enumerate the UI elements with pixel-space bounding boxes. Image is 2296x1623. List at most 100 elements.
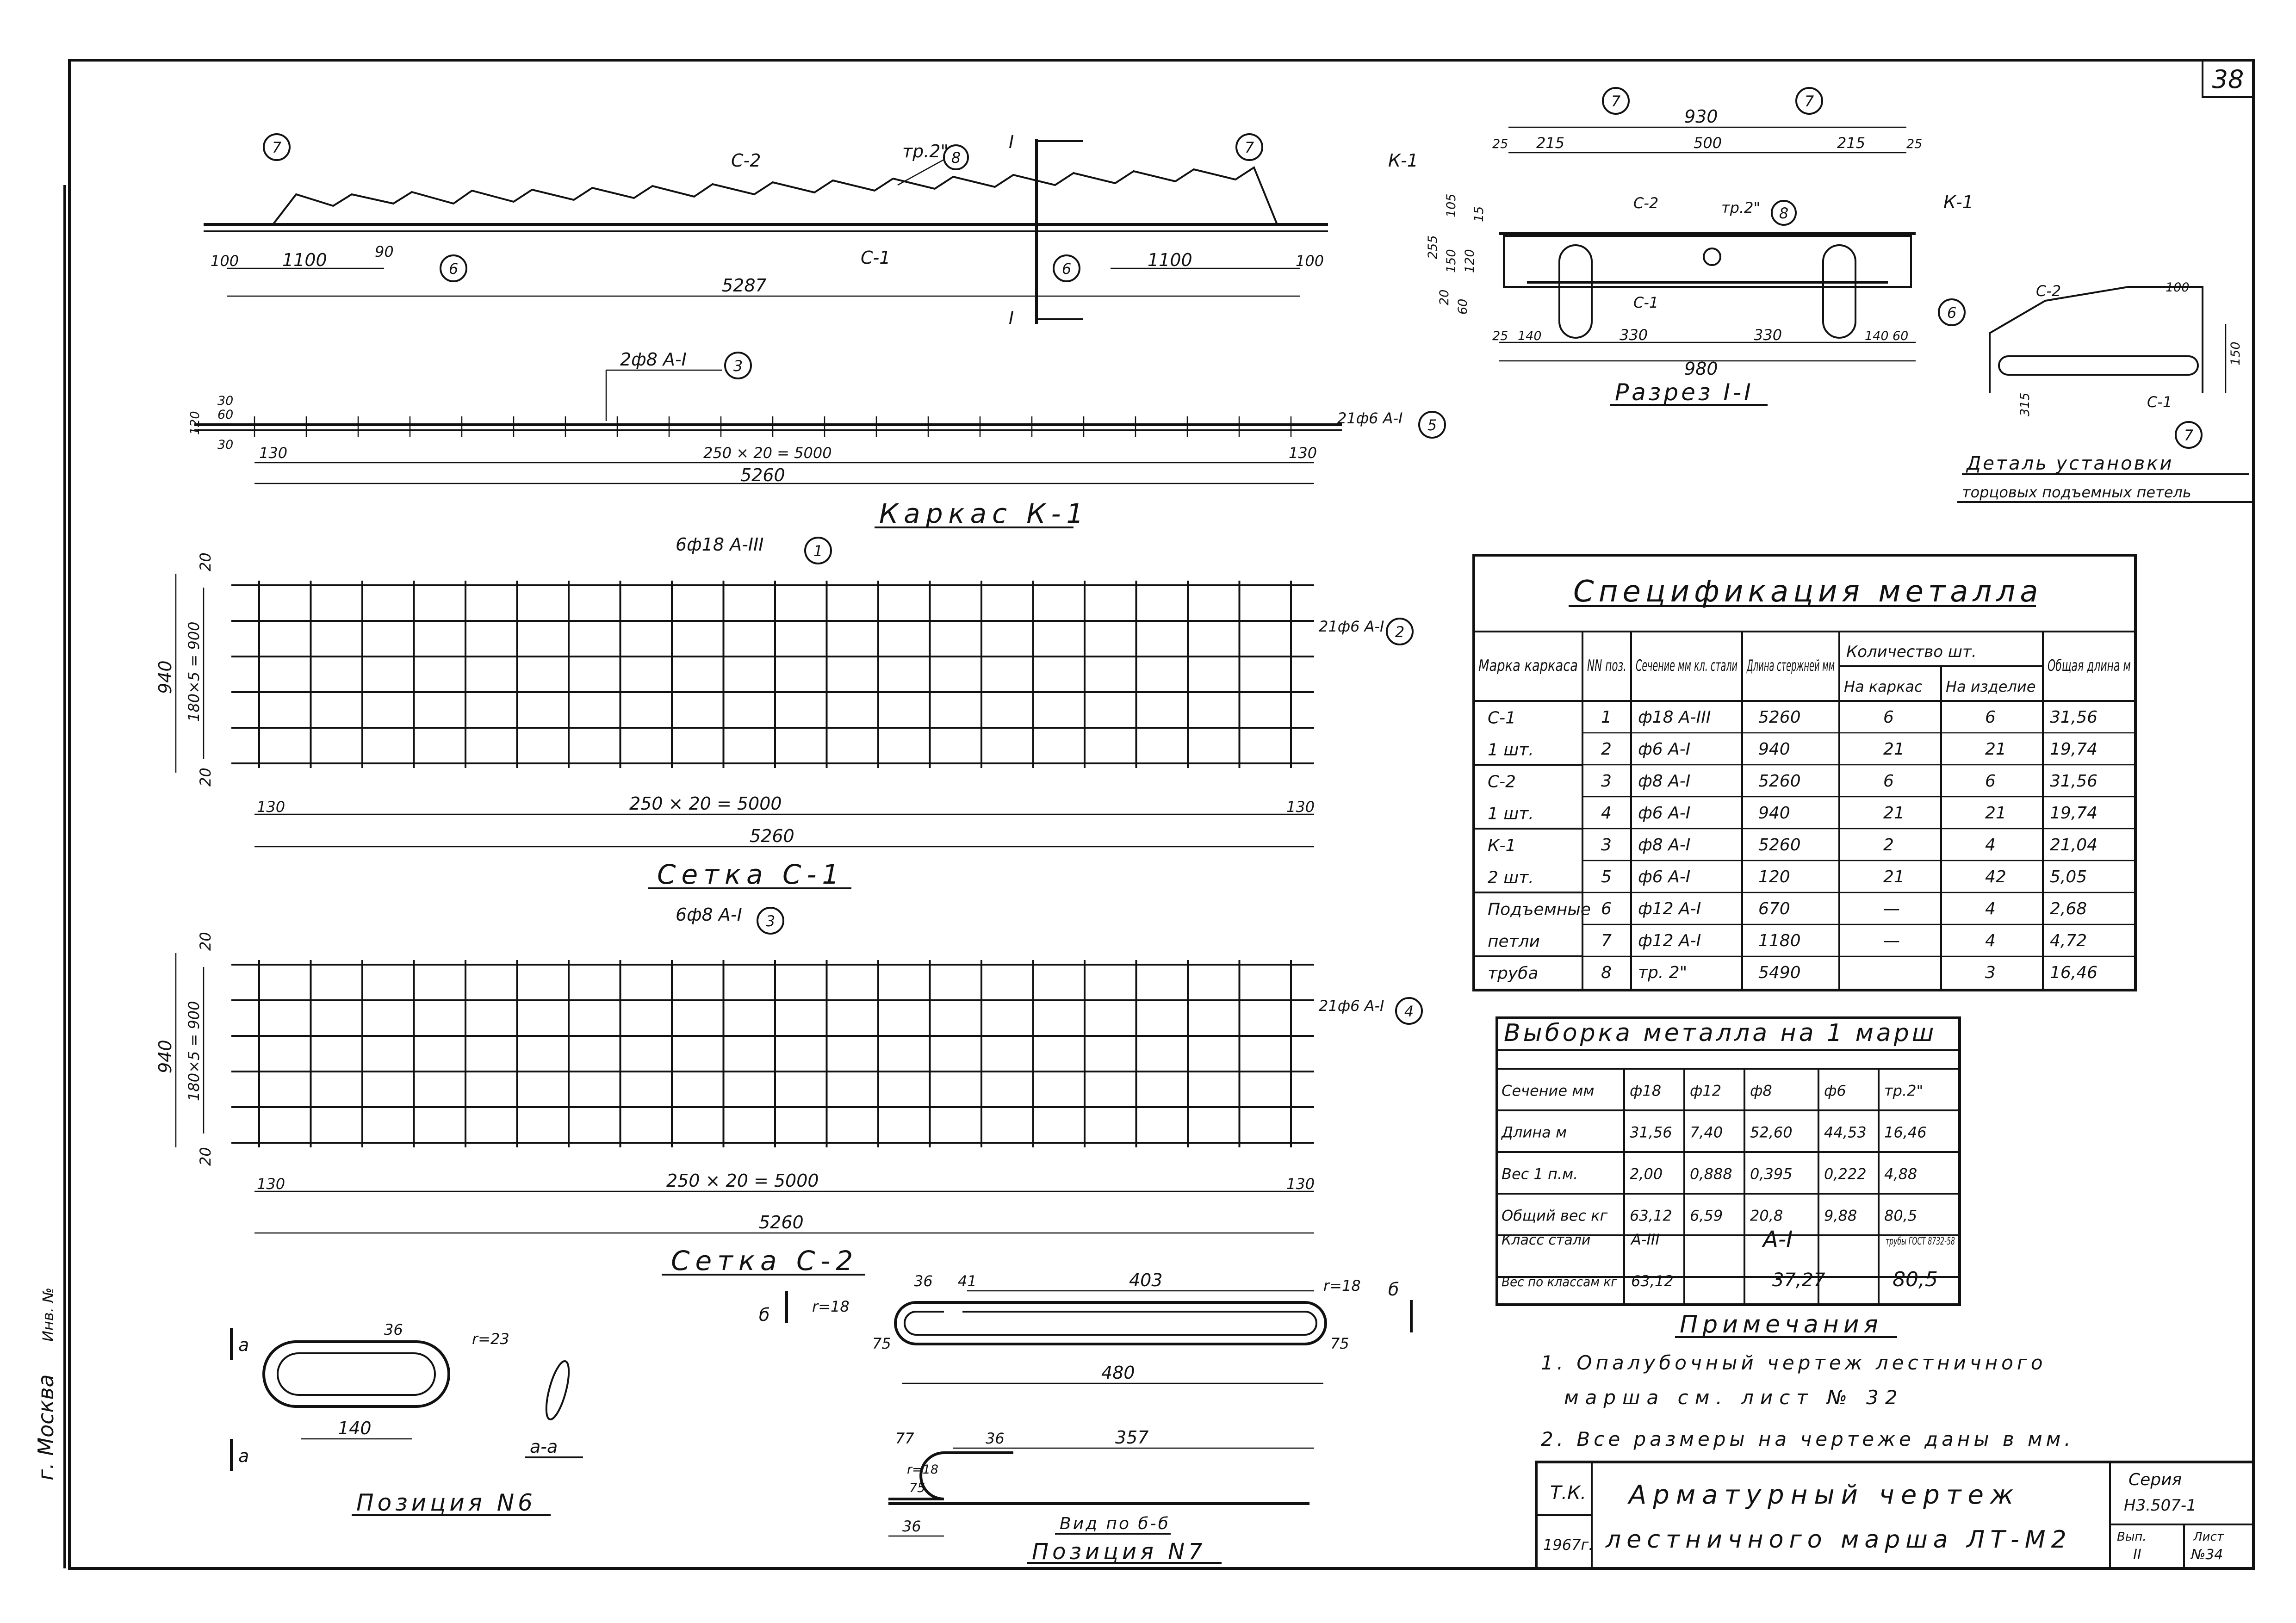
sel-cell: 7,40 [1690, 1124, 1723, 1141]
spec-cell-section: тр. 2" [1638, 963, 1687, 982]
detail-c1: С-1 [2147, 393, 2172, 411]
sel-class-pipe: трубы ГОСТ 8732-58 [1886, 1236, 1955, 1247]
sec-dim-330-l: 330 [1620, 326, 1648, 344]
spec-cell-item: 4 [1985, 899, 1996, 918]
position-marker-6-sec: 6 [1938, 298, 1966, 326]
spec-cell-item: 4 [1985, 931, 1996, 950]
spec-cell-pos: 3 [1601, 772, 1612, 791]
top-c2-label: С-2 [731, 150, 761, 171]
sel-cell: 0,395 [1750, 1165, 1793, 1183]
position-marker-7-detail: 7 [2175, 421, 2203, 449]
c2-dim-20-t: 20 [197, 932, 214, 951]
position-marker-2: 2 [1386, 618, 1414, 645]
k1-dim-v4: 30 [217, 394, 233, 408]
sel-row-label: Сечение мм [1502, 1082, 1594, 1100]
n7-dim-r18-a: r=18 [812, 1298, 850, 1315]
c1-long-bars: 6ф18 А-III [676, 534, 763, 555]
sel-class-label: Класс стали [1502, 1232, 1590, 1248]
top-dim-5287: 5287 [722, 275, 767, 296]
detail-title-2: торцовых подъемных петель [1962, 483, 2191, 501]
spec-cell-pos: 6 [1601, 899, 1612, 918]
sec-dim-140-r: 140 [1865, 329, 1889, 343]
sel-cell: 9,88 [1824, 1207, 1857, 1225]
notes-title: Примечания [1680, 1311, 1883, 1338]
spec-cell-pos: 4 [1601, 804, 1612, 823]
spec-cell-total: 2,68 [2050, 899, 2087, 918]
k1-dim-span: 250 × 20 = 5000 [703, 444, 832, 462]
spec-cell-frame: — [1883, 931, 1900, 950]
svg-text:7: 7 [2184, 427, 2194, 444]
spec-cell-total: 5,05 [2050, 867, 2087, 886]
spec-group-qty: 1 шт. [1488, 740, 1534, 759]
sel-row-label: Длина м [1501, 1124, 1567, 1141]
sel-table-frame [1496, 1016, 1961, 1306]
spec-cell-frame: 6 [1883, 708, 1894, 727]
c1-dim-20-t: 20 [197, 552, 214, 571]
spec-cell-pos: 7 [1601, 931, 1612, 950]
c2-long-bars: 6ф8 А-I [676, 904, 742, 925]
note-2: 2. Все размеры на чертеже даны в мм. [1541, 1428, 2074, 1450]
n7-sec-b-r: б [1388, 1279, 1399, 1300]
n7-dim-41: 41 [958, 1272, 977, 1290]
sel-cell: 2,00 [1630, 1165, 1663, 1183]
sel-class-a3: А-III [1630, 1231, 1660, 1248]
top-dim-100-l: 100 [211, 252, 239, 270]
c1-dim-940: 940 [155, 660, 175, 694]
sel-cell: ф18 [1630, 1082, 1661, 1100]
detail-dim-100: 100 [2166, 280, 2190, 295]
c1-dim-130-r: 130 [1286, 798, 1315, 816]
detail-title-1: Деталь установки [1966, 453, 2173, 474]
spec-group-qty: 2 шт. [1488, 868, 1534, 887]
spec-row-lines [1474, 732, 2135, 957]
spec-cell-length: 940 [1758, 804, 1790, 823]
spec-cell-length: 5490 [1758, 963, 1801, 982]
top-dim-1100-l: 1100 [282, 250, 327, 270]
sel-cell: 20,8 [1750, 1207, 1783, 1225]
k1-bars-side: 21ф6 А-I [1337, 409, 1402, 427]
sec-dim-150: 150 [1444, 249, 1458, 273]
c1-dim-span: 250 × 20 = 5000 [629, 793, 782, 814]
tb-issue-val: II [2133, 1547, 2141, 1563]
sel-cell: ф8 [1750, 1082, 1772, 1100]
loop-left [1558, 244, 1593, 339]
top-dim-90: 90 [375, 243, 394, 260]
svg-text:7: 7 [272, 139, 282, 156]
spec-h-qty-frame: На каркас [1844, 678, 1923, 695]
c2-cross-bars: 21ф6 А-I [1319, 997, 1384, 1015]
sel-cell: 16,46 [1884, 1124, 1927, 1141]
svg-text:7: 7 [1245, 139, 1254, 156]
sel-cell: ф6 [1824, 1082, 1846, 1100]
svg-text:6: 6 [449, 260, 458, 278]
n7-loop-inner [904, 1311, 1317, 1336]
c1-dim-130-l: 130 [257, 798, 285, 816]
sec-dim-15: 15 [1472, 206, 1486, 222]
tb-sheet-label: Лист [2193, 1530, 2224, 1544]
spec-cell-item: 4 [1985, 836, 1996, 855]
sel-cell: 0,888 [1690, 1165, 1732, 1183]
n7-dim-75-a: 75 [872, 1335, 891, 1352]
spec-h-section: Сечение мм кл. стали [1636, 657, 1738, 675]
spec-cell-total: 16,46 [2050, 963, 2097, 982]
position-n7: 36 41 403 r=18 r=18 75 75 480 б б 77 36 … [759, 1270, 1413, 1565]
n7-dim-77: 77 [895, 1430, 914, 1447]
spec-group-mark: С-2 [1488, 772, 1516, 791]
spec-group-mark: К-1 [1488, 836, 1516, 855]
sel-class-a1: А-I [1762, 1227, 1793, 1252]
n7-dim-36: 36 [914, 1272, 933, 1290]
spec-title: Спецификация металла [1573, 575, 2042, 609]
position-n6: 36 r=23 140 а а а-а Позиция N6 [230, 1321, 583, 1516]
sec-dim-980: 980 [1684, 359, 1718, 379]
sec-dim-60: 60 [1456, 299, 1470, 315]
position-marker-3-k1: 3 [724, 352, 752, 379]
c2-dim-total: 5260 [759, 1212, 804, 1233]
svg-text:3: 3 [766, 912, 775, 930]
section-mark-bottom: I [1009, 308, 1014, 328]
spec-cell-length: 5260 [1758, 708, 1801, 727]
section-mark-top: I [1009, 132, 1014, 152]
sec-k1-r: К-1 [1943, 192, 1973, 212]
n6-sec-aa: а-а [530, 1437, 558, 1457]
k1-dim-v2: 30 [217, 438, 233, 452]
tb-year: 1967г. [1543, 1536, 1593, 1554]
